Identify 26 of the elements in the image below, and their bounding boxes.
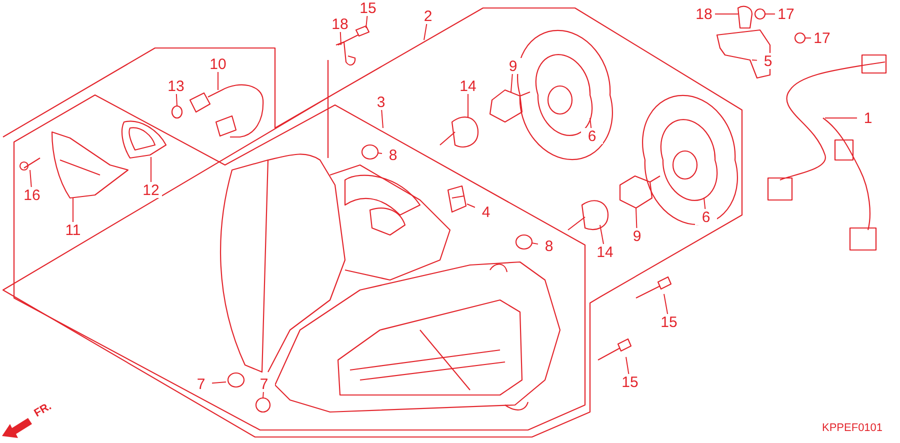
- leader-line: [636, 208, 638, 228]
- leader-line: [366, 16, 368, 28]
- direction-label: FR.: [32, 400, 54, 420]
- leader-line: [30, 170, 32, 188]
- leader-line: [176, 94, 178, 106]
- leader-line: [72, 198, 74, 222]
- callout-number: 6: [695, 209, 717, 225]
- leader-line: [752, 60, 758, 61]
- leader-line: [600, 224, 604, 244]
- leader-line: [150, 156, 152, 182]
- leader-line: [381, 110, 384, 128]
- leader-line: [212, 382, 226, 384]
- callout-number: 6: [581, 128, 603, 144]
- drawing-code: KPPEF0101: [822, 422, 883, 434]
- leader-line: [590, 118, 592, 128]
- leader-line: [704, 198, 706, 210]
- leader-line: [262, 392, 264, 398]
- leader-line: [532, 242, 538, 245]
- leader-line: [340, 32, 342, 46]
- callout-number: 7: [190, 376, 212, 392]
- leader-line: [424, 24, 428, 40]
- leader-line: [626, 356, 630, 374]
- leader-line: [378, 152, 382, 154]
- leader-line: [466, 204, 476, 208]
- leader-line: [510, 74, 513, 92]
- leader-line: [664, 294, 668, 314]
